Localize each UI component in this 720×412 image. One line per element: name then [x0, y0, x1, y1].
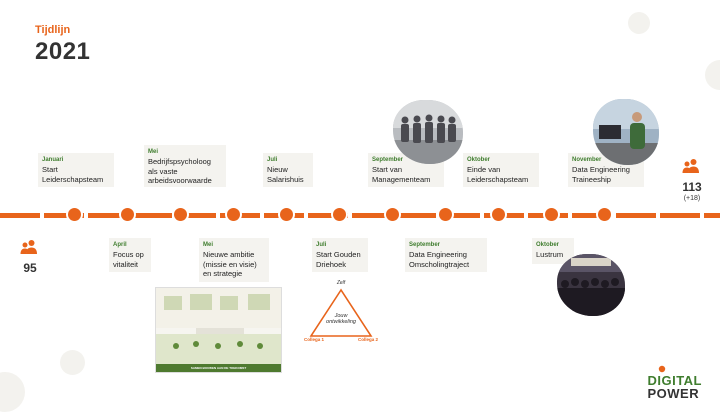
event-title: Start van Managementeam: [372, 165, 431, 184]
event-card-mei-top: Mei Bedrijfspsycholoog als vaste arbeids…: [144, 145, 226, 187]
poster-caption: SAMEN BOUWEN AAN DE TOEKOMST: [190, 366, 247, 370]
event-title: Lustrum: [536, 250, 564, 259]
people-icon: [20, 240, 37, 254]
timeline-dot: [68, 208, 81, 221]
employee-count-end: 113: [682, 180, 702, 194]
event-title: Einde van Leiderschapsteam: [467, 165, 529, 184]
triangle-center-label: Jouw ontwikkeling: [326, 313, 356, 325]
event-month: Juli: [267, 157, 278, 163]
photo-graphic: [393, 100, 463, 164]
management-team-photo: [393, 100, 463, 164]
brand-line-1: DIGITAL: [647, 373, 702, 388]
event-month: Mei: [203, 242, 214, 248]
event-title: Data Engineering Traineeship: [572, 165, 630, 184]
brand-mark-icon: [659, 365, 666, 373]
employee-count-delta: (+18): [683, 195, 701, 202]
page-title: 2021: [35, 38, 91, 65]
photo-graphic: [557, 254, 625, 316]
event-month: April: [113, 242, 127, 248]
timeline-dot: [280, 208, 293, 221]
triangle-right-label: Collega 2: [357, 337, 378, 342]
strategy-poster: SAMEN BOUWEN AAN DE TOEKOMST: [155, 287, 282, 373]
event-card-september-bottom: September Data Engineering Omscholingtra…: [405, 238, 487, 272]
timeline-dot: [174, 208, 187, 221]
timeline-dot: [333, 208, 346, 221]
event-month: Januari: [42, 157, 64, 163]
event-title: Nieuw Salarishuis: [267, 165, 304, 184]
brand-logo: DIGITAL POWER: [647, 365, 702, 400]
background-blob: [705, 60, 720, 90]
event-card-oktober-top: Oktober Einde van Leiderschapsteam: [463, 153, 539, 187]
event-month: Juli: [316, 242, 327, 248]
timeline-dot: [121, 208, 134, 221]
event-card-juli-top: Juli Nieuw Salarishuis: [263, 153, 313, 187]
people-icon: [682, 159, 699, 173]
event-card-mei-bottom: Mei Nieuwe ambitie (missie en visie) en …: [199, 238, 269, 282]
event-title: Bedrijfspsycholoog als vaste arbeidsvoor…: [148, 157, 212, 185]
timeline-dot: [598, 208, 611, 221]
timeline-dot: [492, 208, 505, 221]
employee-count-start: 95: [23, 261, 37, 275]
lustrum-photo: [557, 254, 625, 316]
timeline-line: [0, 213, 720, 218]
traineeship-photo: [593, 99, 659, 165]
background-blob: [628, 12, 650, 34]
event-title: Focus op vitaliteit: [113, 250, 144, 269]
timeline-dot: [386, 208, 399, 221]
brand-line-2: POWER: [647, 386, 700, 401]
event-month: November: [572, 157, 602, 163]
event-title: Start Gouden Driehoek: [316, 250, 361, 269]
event-month: September: [409, 242, 441, 248]
triangle-top-label: Zelf: [336, 280, 346, 286]
poster-graphic: [156, 288, 281, 372]
triangle-shape: [309, 288, 373, 337]
event-card-april: April Focus op vitaliteit: [109, 238, 151, 272]
event-month: September: [372, 157, 404, 163]
event-month: Mei: [148, 149, 159, 155]
page-kicker: Tijdlijn: [35, 24, 71, 36]
photo-graphic: [593, 99, 659, 165]
timeline-dot: [545, 208, 558, 221]
event-title: Start Leiderschapsteam: [42, 165, 104, 184]
event-title: Data Engineering Omscholingtraject: [409, 250, 470, 269]
golden-triangle-diagram: Zelf Jouw ontwikkeling Collega 1 Collega…: [304, 280, 378, 344]
background-blob: [0, 372, 25, 412]
event-title: Nieuwe ambitie (missie en visie) en stra…: [203, 250, 257, 278]
timeline-dot: [439, 208, 452, 221]
event-month: Oktober: [536, 242, 560, 248]
event-card-juli-bottom: Juli Start Gouden Driehoek: [312, 238, 368, 272]
triangle-left-label: Collega 1: [303, 337, 324, 342]
event-card-januari: Januari Start Leiderschapsteam: [38, 153, 114, 187]
background-blob: [60, 350, 85, 375]
event-month: Oktober: [467, 157, 491, 163]
timeline-dot: [227, 208, 240, 221]
